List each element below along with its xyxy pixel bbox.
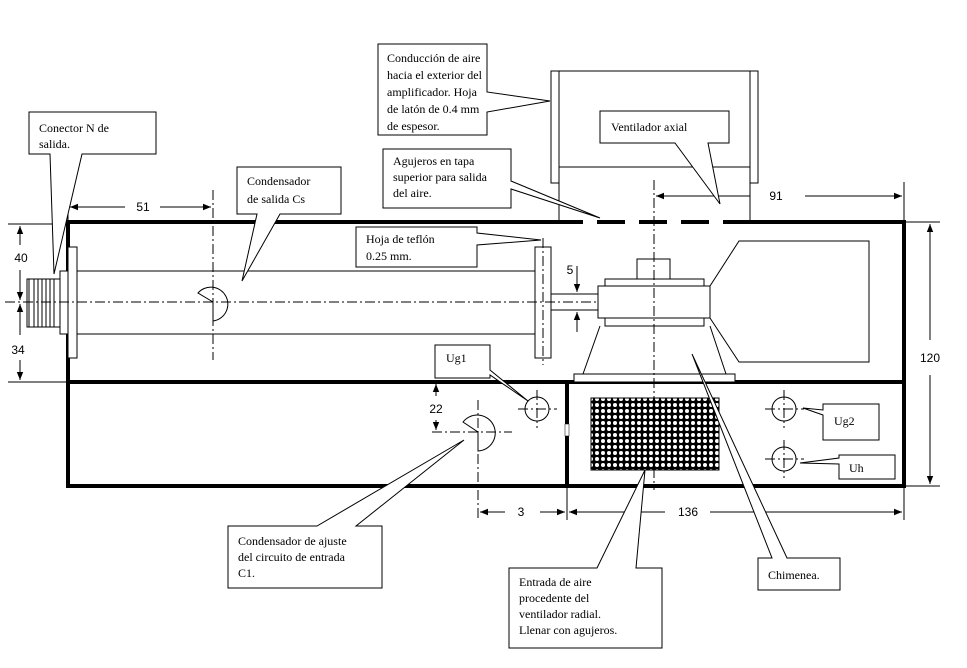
output-line [5, 190, 640, 365]
svg-text:Uh: Uh [849, 461, 864, 475]
dim-51: 51 [136, 200, 150, 214]
air-inlet-hole-pattern [590, 397, 720, 471]
dim-3: 3 [518, 505, 525, 519]
dim-91: 91 [769, 189, 783, 203]
dim-5: 5 [567, 263, 574, 277]
svg-text:Ug2: Ug2 [834, 414, 855, 428]
dim-136: 136 [678, 505, 698, 519]
connector-threads [28, 279, 55, 327]
top-lid-holes [583, 219, 723, 225]
tube-assembly [573, 180, 870, 490]
output-capacitor-symbol [197, 286, 229, 322]
lower-compartment [432, 390, 804, 520]
callout-chimney: Chimenea. [691, 353, 841, 591]
dimensions: 51 91 40 34 5 120 22 3 136 [8, 182, 940, 520]
callout-ug1: Ug1 [434, 344, 529, 402]
dim-34: 34 [11, 343, 25, 357]
callout-ug2: Ug2 [802, 403, 880, 441]
svg-text:Ventilador axial: Ventilador axial [611, 120, 688, 134]
axial-fan-housing [550, 70, 759, 222]
dim-40: 40 [14, 251, 28, 265]
svg-text:Chimenea.: Chimenea. [768, 568, 820, 582]
dim-120: 120 [920, 351, 940, 365]
dim-22: 22 [429, 402, 443, 416]
callout-uh: Uh [799, 454, 896, 480]
input-capacitor-symbol [462, 414, 496, 452]
svg-text:Ug1: Ug1 [446, 351, 467, 365]
callout-axial-fan: Ventilador axial [599, 110, 730, 205]
